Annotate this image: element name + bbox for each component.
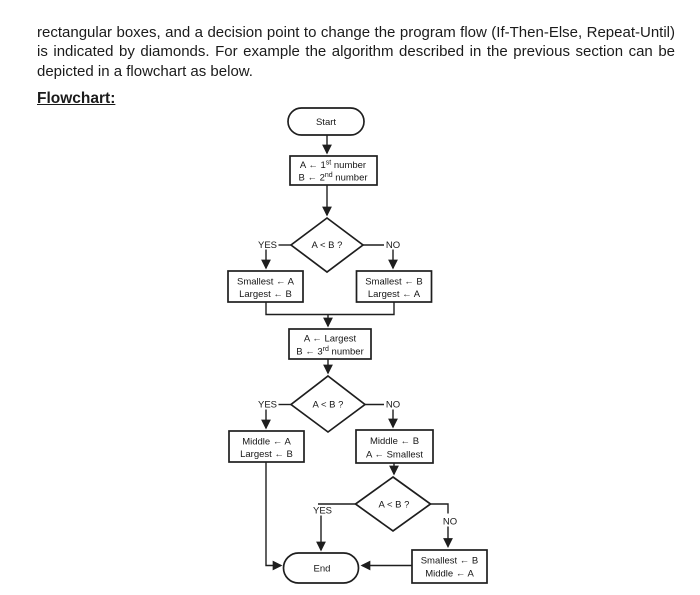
process-line2: Largest ← A [368, 289, 421, 300]
process-line2: Middle ← A [425, 569, 474, 580]
process-line1: Smallest ← A [237, 277, 295, 288]
process-read-third: A ← Largest B ← 3rd number [288, 328, 372, 360]
intro-paragraph: rectangular boxes, and a decision point … [37, 24, 675, 80]
process-box [228, 430, 305, 463]
decision-a-lt-b-2: A < B ? [289, 374, 367, 434]
process-line1: Smallest ← B [365, 277, 423, 288]
process-middle-b-a-smallest: Middle ← B A ← Smallest [355, 429, 434, 464]
label-no-3: NO [443, 517, 457, 528]
process-line1: Middle ← B [370, 436, 419, 447]
end-oval [282, 552, 360, 584]
decision-diamond [289, 216, 365, 274]
arrow-middlea-to-end [265, 462, 283, 571]
flowchart-heading: Flowchart: [37, 90, 116, 107]
process-line1: Smallest ← B [421, 556, 479, 567]
process-smallest-b-largest-a: Smallest ← B Largest ← A [355, 270, 433, 303]
label-yes-2: YES [258, 400, 277, 411]
start-terminator: Start [287, 107, 365, 136]
end-label: End [314, 564, 331, 575]
decision-a-lt-b-1: A < B ? [289, 216, 365, 274]
decision-label: A < B ? [313, 400, 344, 411]
process-box [355, 429, 434, 464]
process-box [289, 155, 378, 186]
process-box [227, 270, 304, 303]
process-line2: Largest ← B [240, 449, 293, 460]
process-line1: A ← Largest [304, 334, 357, 345]
process-box [411, 549, 488, 584]
decision-a-lt-b-3: A < B ? [354, 475, 432, 533]
process-line2: B ← 3rd number [296, 346, 364, 358]
decision-diamond [289, 374, 367, 434]
decision-diamond [354, 475, 432, 533]
label-no-1: NO [386, 240, 400, 251]
decision-label: A < B ? [379, 500, 410, 511]
process-box [288, 328, 372, 360]
process-line1: A ← 1st number [300, 160, 366, 172]
label-yes-3: YES [313, 506, 332, 517]
label-no-2: NO [386, 400, 400, 411]
process-box [355, 270, 433, 303]
start-label: Start [316, 117, 336, 128]
process-read-inputs: A ← 1st number B ← 2nd number [289, 155, 378, 186]
arrow-no3-down [430, 503, 453, 548]
process-line2: Largest ← B [239, 289, 292, 300]
start-oval [287, 107, 365, 136]
process-smallest-a-largest-b: Smallest ← A Largest ← B [227, 270, 304, 303]
merge-connector-row1 [265, 302, 395, 316]
process-smallest-b-middle-a: Smallest ← B Middle ← A [411, 549, 488, 584]
label-yes-1: YES [258, 240, 277, 251]
process-middle-a-largest-b: Middle ← A Largest ← B [228, 430, 305, 463]
process-line1: Middle ← A [242, 437, 291, 448]
process-line2: A ← Smallest [366, 450, 423, 461]
decision-label: A < B ? [312, 240, 343, 251]
process-line2: B ← 2nd number [298, 172, 367, 184]
end-terminator: End [282, 552, 360, 584]
label-no-3-backdrop [440, 513, 460, 527]
